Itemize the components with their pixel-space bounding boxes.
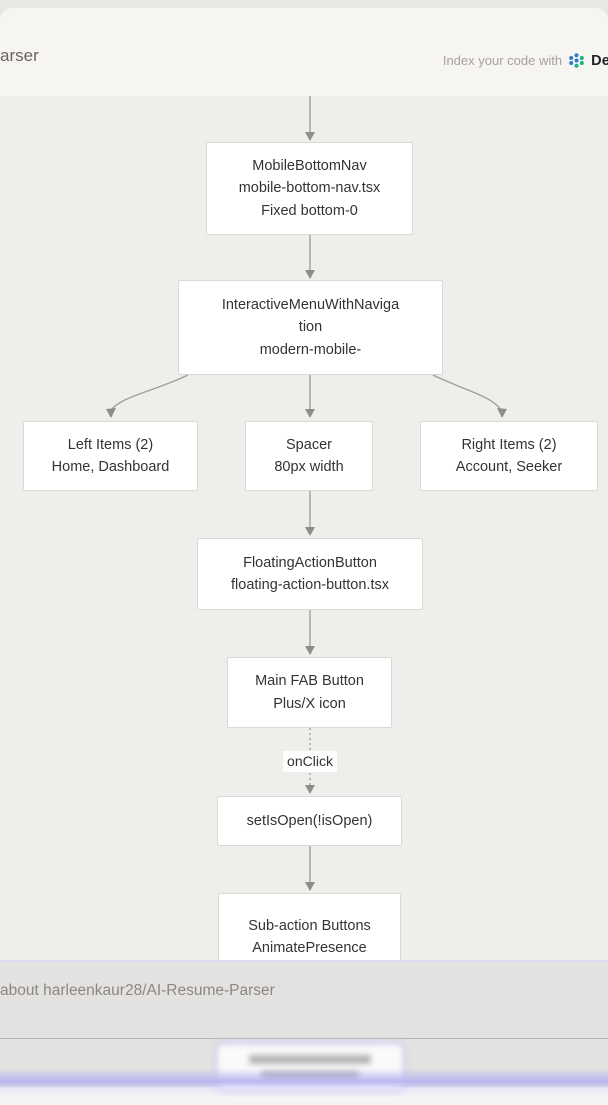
- arrowhead: [106, 408, 116, 418]
- node-text-line: Account, Seeker: [455, 459, 563, 475]
- node-text-line: InteractiveMenuWithNaviga: [221, 296, 400, 313]
- node-text-line: Spacer: [286, 436, 332, 453]
- node-text-line: FloatingActionButton: [243, 554, 377, 571]
- flowchart-edges: [106, 96, 507, 891]
- edge-label-onclick: onClick: [283, 751, 337, 772]
- node-text-line: Home, Dashboard: [51, 459, 170, 475]
- edge-menu-to-rightitems: [432, 374, 502, 411]
- node-text-line: Plus/X icon: [273, 695, 346, 712]
- index-cta-text: Index your code with: [442, 53, 563, 68]
- index-your-code-link[interactable]: Index your code with De: [443, 52, 608, 69]
- arrowhead: [305, 882, 315, 891]
- node-text-line: Left Items (2): [67, 436, 154, 453]
- diagram-node-interactive-menu[interactable]: InteractiveMenuWithNaviga tion modern-mobi…: [178, 280, 443, 375]
- node-text-line: floating-action-button.tsx: [231, 577, 389, 593]
- node-text-line: tion: [298, 319, 323, 336]
- node-text-line: Fixed bottom-0: [261, 202, 358, 219]
- node-text-line: Main FAB Button: [255, 673, 364, 689]
- arrowhead: [305, 270, 315, 279]
- diagram-node-floating-action-button[interactable]: FloatingActionButton floating-action-butt…: [197, 538, 423, 610]
- arrowhead: [305, 527, 315, 536]
- node-text-line: Right Items (2): [461, 436, 557, 453]
- arrowhead: [305, 785, 315, 794]
- brand-name: De: [591, 52, 608, 69]
- ask-input-text[interactable]: about harleenkaur28/AI-Resume-Parser: [0, 982, 275, 999]
- arrowhead: [305, 132, 315, 141]
- blurred-text-line: [261, 1070, 359, 1080]
- devin-logo-icon: [569, 53, 584, 68]
- header: arser Index your code with De: [0, 8, 608, 97]
- page-title: arser: [0, 46, 39, 65]
- node-text-line: Sub-action Buttons: [248, 917, 371, 934]
- node-text-line: 80px width: [274, 459, 344, 475]
- edge-menu-to-leftitems: [110, 374, 189, 411]
- blurred-node-behind-panel: [215, 1042, 405, 1092]
- arrowhead: [305, 646, 315, 655]
- blurred-text-line: [249, 1054, 371, 1064]
- app-card: arser Index your code with De: [0, 8, 608, 1105]
- ask-panel: about harleenkaur28/AI-Resume-Parser: [0, 960, 608, 1098]
- node-text-line: modern-mobile-: [259, 341, 362, 358]
- ask-panel-divider: [0, 1038, 608, 1039]
- diagram-node-left-items[interactable]: Left Items (2) Home, Dashboard: [23, 421, 198, 491]
- diagram-node-spacer[interactable]: Spacer 80px width: [245, 421, 373, 491]
- node-text-line: setIsOpen(!isOpen): [246, 812, 373, 829]
- node-text-line: mobile-bottom-nav.tsx: [238, 180, 381, 197]
- node-text-line: MobileBottomNav: [252, 157, 367, 174]
- node-text-line: AnimatePresence: [252, 940, 367, 956]
- arrowhead: [305, 409, 315, 418]
- diagram-node-right-items[interactable]: Right Items (2) Account, Seeker: [420, 421, 598, 491]
- diagram-node-set-is-open[interactable]: setIsOpen(!isOpen): [217, 796, 402, 846]
- arrowhead: [497, 408, 507, 418]
